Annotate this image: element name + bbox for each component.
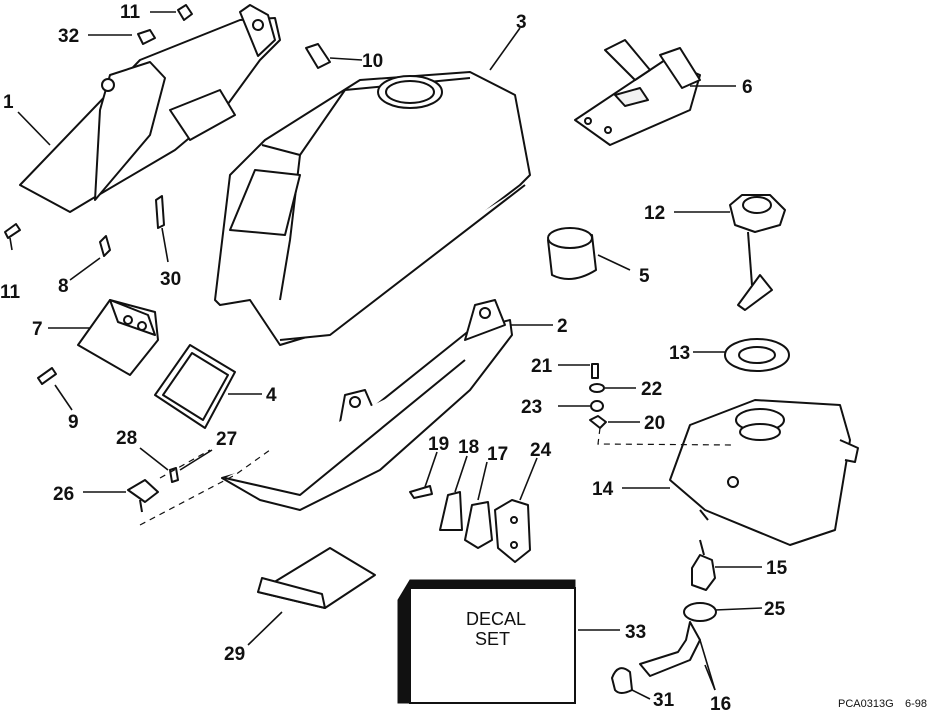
- label-1: 1: [3, 92, 14, 113]
- label-28: 28: [116, 428, 137, 449]
- label-7: 7: [32, 319, 43, 340]
- hardware-screws: [4, 4, 607, 513]
- part-3-engine-cover: [214, 71, 531, 346]
- part-1-left-bracket: [19, 4, 281, 213]
- label-3: 3: [516, 12, 527, 33]
- callout-labels: 1 2 3 4 5 6 7 8 9 10 11 11 12 13 14 15 1…: [0, 2, 788, 712]
- label-16: 16: [710, 694, 731, 712]
- part-10-plug: [305, 43, 331, 69]
- label-30: 30: [160, 269, 181, 290]
- part-16-hose: [639, 621, 701, 677]
- label-18: 18: [458, 437, 479, 458]
- label-5: 5: [639, 266, 650, 287]
- label-6: 6: [742, 77, 753, 98]
- label-2: 2: [557, 316, 568, 337]
- label-26: 26: [53, 484, 74, 505]
- part-13-seal-ring: [724, 338, 790, 372]
- part-25-clamp: [683, 602, 717, 622]
- label-17: 17: [487, 444, 508, 465]
- label-20: 20: [644, 413, 665, 434]
- part-6-latch-bracket: [574, 39, 701, 146]
- label-23: 23: [521, 397, 542, 418]
- label-11-left: 11: [0, 282, 21, 303]
- decal-label-line2: SET: [475, 629, 510, 649]
- label-33: 33: [625, 622, 646, 643]
- part-14-fuel-tank: [669, 399, 859, 546]
- part-15-fitting: [691, 539, 716, 591]
- leader-lines: [9, 11, 763, 700]
- label-10: 10: [362, 51, 383, 72]
- label-15: 15: [766, 558, 788, 579]
- footer-date: 6-98: [905, 698, 927, 710]
- label-14: 14: [592, 479, 614, 500]
- part-7-small-bracket: [77, 299, 159, 376]
- label-25: 25: [764, 599, 786, 620]
- label-12: 12: [644, 203, 665, 224]
- part-33-decal-set: DECAL SET: [397, 579, 576, 704]
- label-27: 27: [216, 429, 237, 450]
- label-24: 24: [530, 440, 552, 461]
- label-31: 31: [653, 690, 675, 711]
- decal-label-line1: DECAL: [466, 609, 526, 629]
- part-24-bumper: [494, 499, 531, 563]
- label-29: 29: [224, 644, 245, 665]
- label-4: 4: [266, 385, 277, 406]
- part-31-hose-clamp: [611, 667, 633, 694]
- part-5-grommet: [547, 227, 597, 280]
- part-18-clip: [439, 491, 463, 531]
- label-9: 9: [68, 412, 79, 433]
- label-8: 8: [58, 276, 69, 297]
- part-17-clip: [464, 501, 493, 549]
- part-12-fuel-cap: [729, 194, 786, 311]
- label-22: 22: [641, 379, 662, 400]
- part-29-bag: [257, 547, 376, 609]
- label-21: 21: [531, 356, 553, 377]
- part-2-right-bracket: [221, 299, 513, 511]
- label-32: 32: [58, 26, 79, 47]
- part-4-gasket: [154, 344, 236, 429]
- footer-code: PCA0313G: [838, 698, 894, 710]
- label-13: 13: [669, 343, 690, 364]
- label-11-top: 11: [120, 2, 141, 23]
- label-19: 19: [428, 434, 449, 455]
